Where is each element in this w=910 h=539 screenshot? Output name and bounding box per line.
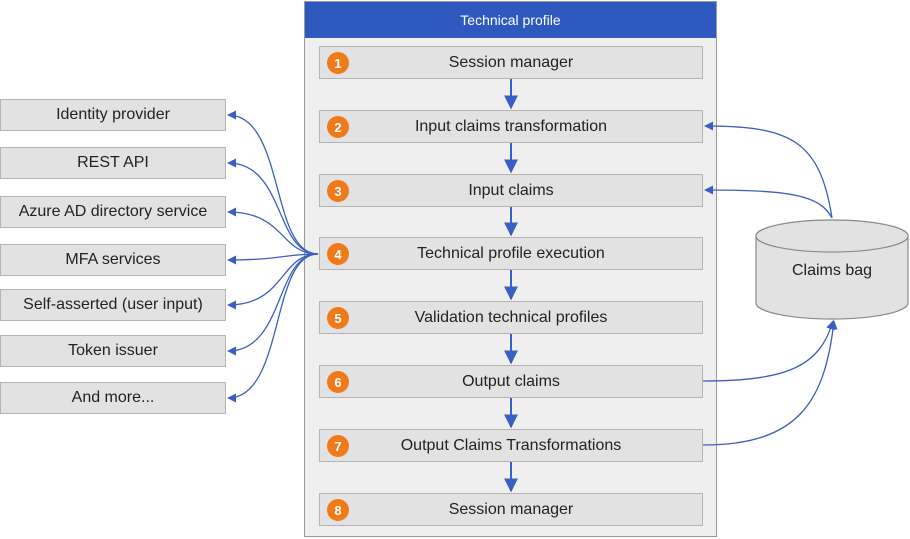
step-output-claims-transformations: 7 Output Claims Transformations <box>319 429 703 462</box>
provider-azure-ad-directory-service: Azure AD directory service <box>0 196 226 228</box>
step-label: Input claims transformation <box>414 117 608 135</box>
step-technical-profile-execution: 4 Technical profile execution <box>319 237 703 270</box>
step-number-badge: 6 <box>327 371 349 393</box>
provider-self-asserted: Self-asserted (user input) <box>0 289 226 321</box>
step-number-badge: 3 <box>327 180 349 202</box>
step-label: Input claims <box>468 181 554 199</box>
step-number-badge: 2 <box>327 116 349 138</box>
step-label: Technical profile execution <box>417 244 605 262</box>
step-label: Session manager <box>448 500 574 518</box>
output-claims-transformations-to-claims-bag <box>702 320 838 446</box>
step-number-badge: 7 <box>327 435 349 457</box>
step-label: Output claims <box>462 372 560 390</box>
provider-connector <box>227 110 319 255</box>
output-claims-to-claims-bag <box>702 320 836 382</box>
step-number-badge: 8 <box>327 499 349 521</box>
claims-bag-cylinder <box>755 219 909 320</box>
provider-connector <box>227 253 319 310</box>
step-number-badge: 1 <box>327 52 349 74</box>
provider-identity-provider: Identity provider <box>0 99 226 131</box>
provider-connector <box>227 158 319 255</box>
provider-token-issuer: Token issuer <box>0 335 226 367</box>
step-input-claims: 3 Input claims <box>319 174 703 207</box>
claims-bag-label: Claims bag <box>791 262 873 279</box>
provider-mfa-services: MFA services <box>0 244 226 276</box>
step-label: Validation technical profiles <box>414 308 608 326</box>
provider-connector <box>227 207 319 255</box>
technical-profile-title: Technical profile <box>305 2 716 38</box>
step-number-badge: 5 <box>327 307 349 329</box>
step-label: Session manager <box>448 53 574 71</box>
step-input-claims-transformation: 2 Input claims transformation <box>319 110 703 143</box>
step-number-badge: 4 <box>327 243 349 265</box>
claims-bag-to-input-claims-transformation <box>704 121 833 219</box>
step-output-claims: 6 Output claims <box>319 365 703 398</box>
claims-bag-to-input-claims <box>704 185 833 219</box>
provider-connector <box>227 253 319 265</box>
provider-rest-api: REST API <box>0 147 226 179</box>
provider-and-more: And more... <box>0 382 226 414</box>
step-session-manager-start: 1 Session manager <box>319 46 703 79</box>
step-session-manager-end: 8 Session manager <box>319 493 703 526</box>
step-validation-technical-profiles: 5 Validation technical profiles <box>319 301 703 334</box>
step-label: Output Claims Transformations <box>400 436 622 454</box>
provider-connector <box>227 253 319 403</box>
